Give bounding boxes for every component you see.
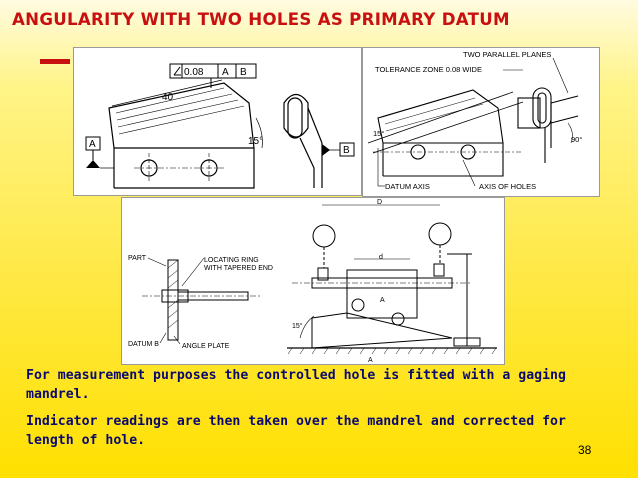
label-a-upper: A <box>380 297 385 304</box>
angle-90-arc <box>567 122 573 144</box>
frame-datum-a: A <box>222 67 229 78</box>
part-leader <box>147 257 167 267</box>
dim-d-label: d <box>379 254 383 261</box>
angle-label: 15° <box>292 322 303 330</box>
axis-of-holes-leader <box>462 159 476 187</box>
planes-leader <box>552 57 569 94</box>
angle-label: 15° <box>248 136 263 147</box>
angle-90-label: 90° <box>571 135 582 144</box>
slide-title: ANGULARITY WITH TWO HOLES AS PRIMARY DAT… <box>12 10 510 29</box>
label-two-parallel-planes: TWO PARALLEL PLANES <box>463 50 551 59</box>
dial-indicator-left <box>312 224 336 276</box>
label-locating-ring-2: WITH TAPERED END <box>204 265 273 272</box>
indicator-tip-right <box>433 263 445 277</box>
part-body <box>108 82 255 189</box>
side-view <box>517 87 579 163</box>
datum-b-leader <box>159 332 167 344</box>
datum-a-triangle <box>86 160 100 168</box>
dim-40-line <box>111 79 223 107</box>
datum-a-label: A <box>89 139 96 150</box>
label-part: PART <box>128 255 147 262</box>
tolerance-zone-panel: TWO PARALLEL PLANES TOLERANCE ZONE 0.08 … <box>362 47 600 197</box>
measurement-setup-panel: D PART LOCATING RING WITH TAPERED END DA… <box>121 197 505 365</box>
paragraph-indicator: Indicator readings are then taken over t… <box>26 414 566 448</box>
datum-b-label: B <box>343 145 350 156</box>
title-underline-left <box>40 59 70 64</box>
angle-plate-leader <box>173 335 181 345</box>
label-tolerance-zone: TOLERANCE ZONE 0.08 WIDE <box>375 65 482 74</box>
angle-arc <box>299 315 315 339</box>
feature-control-frame <box>169 63 257 79</box>
label-axis-of-holes: AXIS OF HOLES <box>479 182 536 191</box>
tolerance-zone-svg: TWO PARALLEL PLANES TOLERANCE ZONE 0.08 … <box>367 50 582 191</box>
label-datum-b: DATUM B <box>128 341 159 348</box>
frame-datum-b: B <box>240 67 247 78</box>
mandrel-fixture <box>292 269 472 349</box>
drawing-callout-panel: 0.08 A B 40 15° A <box>73 47 362 196</box>
datum-b-triangle <box>322 144 330 156</box>
indicator-tip-left <box>317 267 329 281</box>
drawing-callout-svg: 0.08 A B 40 15° A <box>85 63 355 189</box>
label-datum-axis: DATUM AXIS <box>385 182 430 191</box>
surface-plate-hatch <box>287 347 497 355</box>
angle-arc <box>255 117 263 149</box>
angle-15-label: 15° <box>373 129 384 138</box>
frame-tolerance: 0.08 <box>184 67 204 78</box>
measurement-setup-svg: D PART LOCATING RING WITH TAPERED END DA… <box>128 199 497 364</box>
label-angle-plate: ANGLE PLATE <box>182 343 230 350</box>
label-a-lower: A <box>368 357 373 364</box>
part-section <box>142 259 262 341</box>
tolerance-planes <box>367 91 524 154</box>
dim-40-label: 40 <box>162 92 174 103</box>
side-view <box>283 93 323 188</box>
locating-ring-leader <box>181 257 205 287</box>
label-locating-ring-1: LOCATING RING <box>204 257 259 264</box>
datum-b-box <box>339 142 355 157</box>
paragraph-mandrel: For measurement purposes the controlled … <box>26 368 566 402</box>
indicator-stand <box>447 253 481 347</box>
page-number: 38 <box>578 443 592 457</box>
dim-D-label: D <box>377 199 382 206</box>
